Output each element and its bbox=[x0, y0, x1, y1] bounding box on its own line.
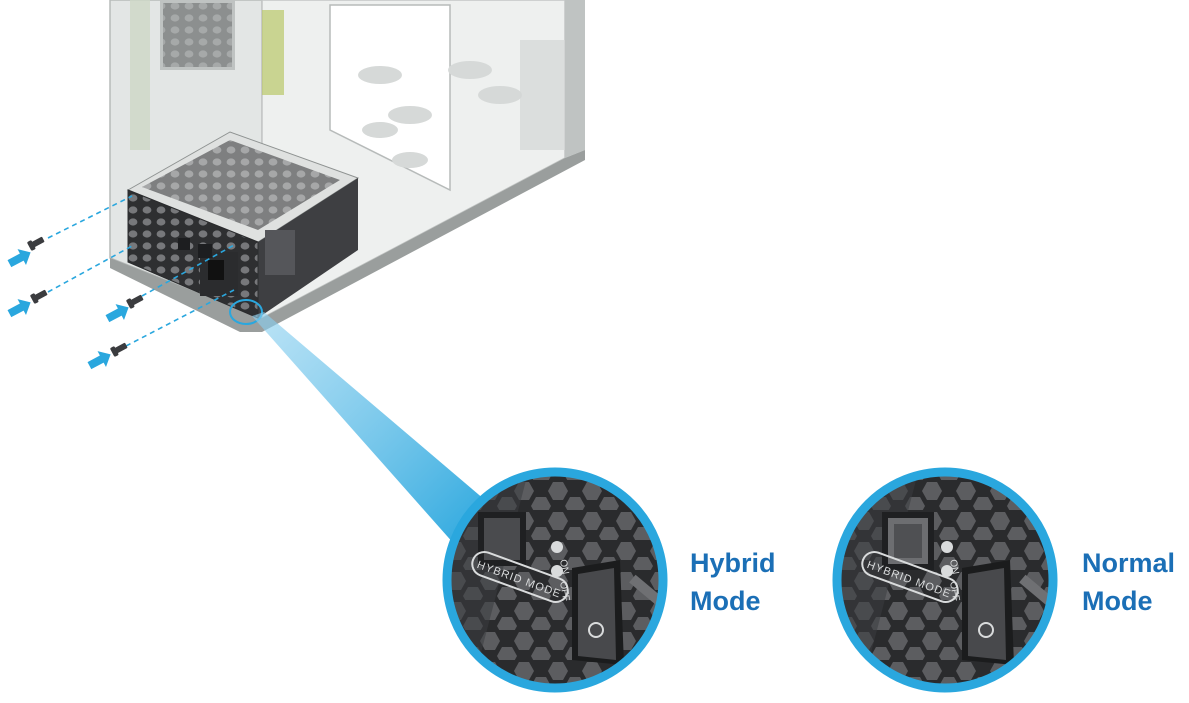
hybrid-mode-label-line1: Hybrid bbox=[690, 548, 776, 578]
screw-guides bbox=[47, 195, 237, 347]
hybrid-mode-button-icon bbox=[478, 512, 526, 566]
normal-mode-label-line2: Mode bbox=[1082, 586, 1153, 616]
normal-mode-label-line1: Normal bbox=[1082, 548, 1176, 578]
power-supply-unit bbox=[126, 131, 360, 325]
arrow-icon bbox=[7, 249, 129, 370]
hybrid-mode-label: Hybrid Mode bbox=[690, 544, 776, 620]
screw-icon bbox=[27, 236, 144, 357]
hybrid-mode-button-icon bbox=[882, 512, 934, 570]
off-label: OFF bbox=[947, 581, 961, 603]
on-label: ON bbox=[557, 559, 570, 576]
zoom-callout-hybrid: HYBRID MODE ON OFF bbox=[442, 467, 668, 693]
hybrid-mode-label-line2: Mode bbox=[690, 586, 761, 616]
on-label: ON bbox=[947, 559, 960, 576]
zoom-callout-normal: HYBRID MODE ON OFF bbox=[832, 467, 1058, 693]
zoom-beam bbox=[252, 312, 485, 545]
power-rocker-switch-icon bbox=[962, 560, 1014, 665]
power-rocker-switch-icon bbox=[572, 560, 624, 665]
normal-mode-label: Normal Mode bbox=[1082, 544, 1175, 620]
off-label: OFF bbox=[557, 581, 571, 603]
